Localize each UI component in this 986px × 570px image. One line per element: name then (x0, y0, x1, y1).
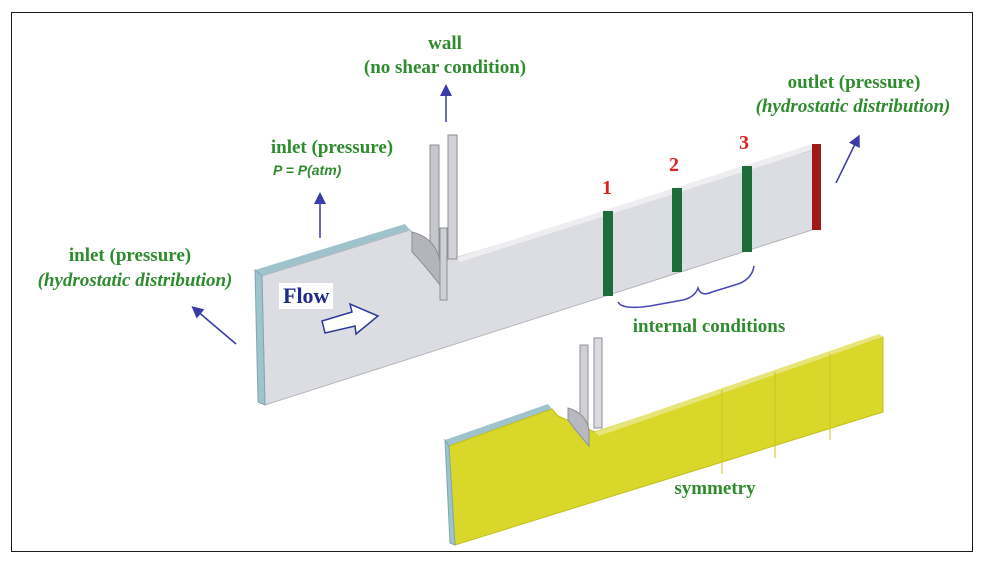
channel-far-top-edge (455, 144, 818, 262)
wall-label: wall (428, 33, 462, 54)
wall-gate-plate (439, 227, 448, 301)
internal-number-1: 1 (602, 177, 612, 199)
inlet-top-label: inlet (pressure) (270, 137, 394, 158)
outlet-label: outlet (pressure) (787, 72, 921, 93)
outlet-arrow-icon (835, 134, 860, 184)
wall-gate-back (429, 144, 440, 258)
symmetry-label: symmetry (674, 478, 756, 499)
flow-label: Flow (279, 283, 334, 309)
internal-brace (617, 265, 755, 309)
symmetry-far-top-edge (595, 334, 883, 436)
diagram-frame (11, 12, 973, 552)
inlet-left-distribution-label: (hydrostatic distribution) (37, 270, 233, 291)
channel-main-face (261, 147, 819, 406)
inlet-top-equation: P = P(atm) (273, 162, 342, 178)
outlet-bar (812, 144, 821, 230)
internal-number-3: 3 (739, 132, 749, 154)
inlet-left-arrow-icon (191, 306, 237, 345)
symmetry-face (448, 336, 884, 546)
inlet-left-face (254, 268, 266, 406)
wall-gate-front (447, 134, 458, 260)
internal-number-2: 2 (669, 154, 679, 176)
symmetry-gate-front (593, 337, 603, 429)
internal-bar-1 (603, 211, 613, 296)
channel-top-edge (255, 224, 410, 276)
inlet-left-label: inlet (pressure) (68, 245, 192, 266)
internal-conditions-label: internal conditions (632, 316, 786, 337)
wall-condition-label: (no shear condition) (363, 57, 527, 78)
flow-arrow-icon (321, 302, 380, 336)
internal-bar-3 (742, 166, 752, 252)
symmetry-left-face (444, 438, 456, 546)
symmetry-top-edge (445, 404, 552, 446)
symmetry-gate-curve (567, 407, 590, 448)
internal-bar-2 (672, 188, 682, 272)
outlet-distribution-label: (hydrostatic distribution) (755, 96, 951, 117)
wall-gate-curve (411, 231, 441, 287)
